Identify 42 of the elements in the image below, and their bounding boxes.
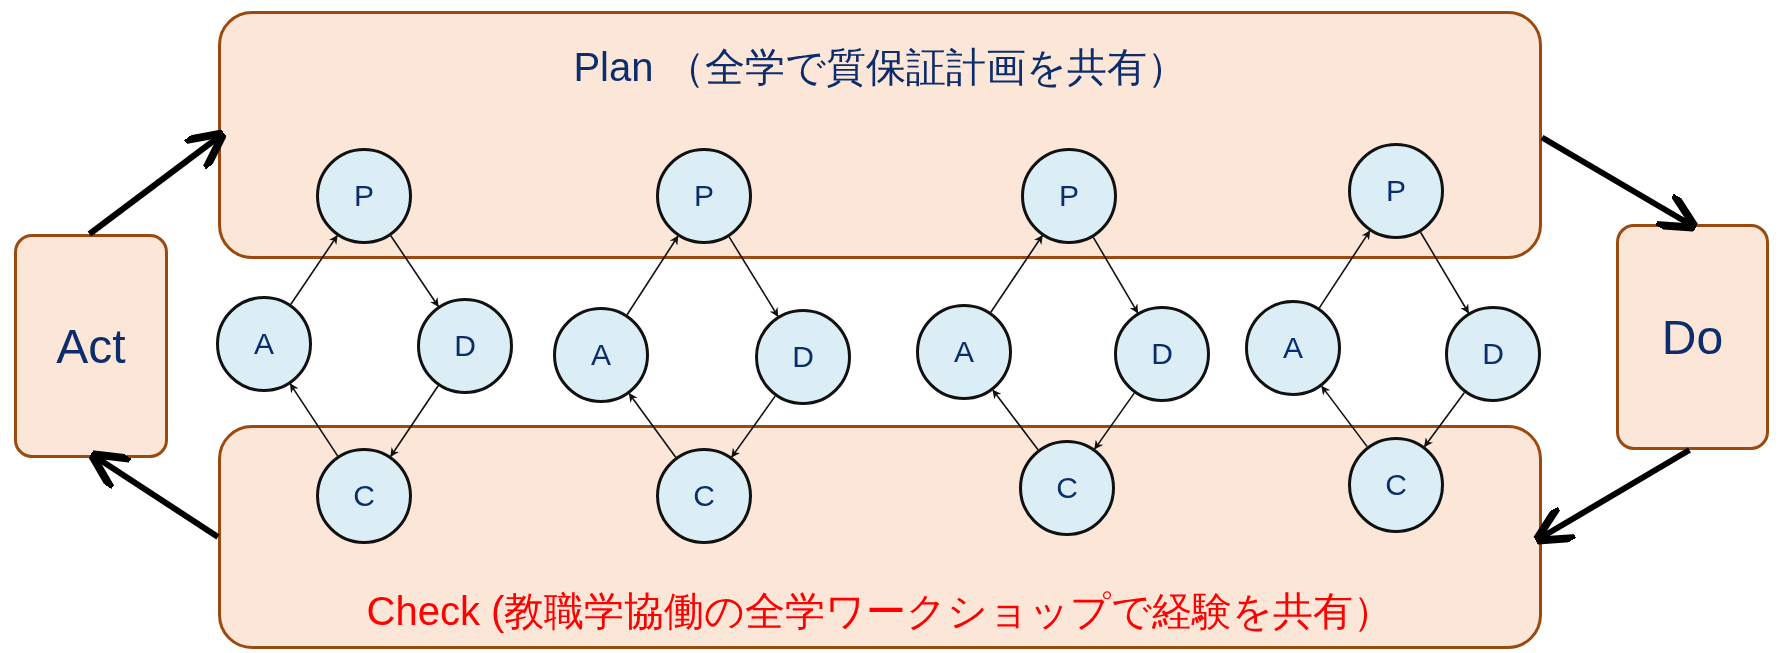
cycle-circle: C: [1019, 440, 1115, 536]
arrow: [992, 389, 1039, 451]
arrow: [731, 395, 776, 458]
arrow: [87, 450, 220, 540]
arrow: [1419, 231, 1470, 314]
phase-band: [218, 425, 1542, 649]
arrow: [290, 234, 338, 306]
cycle-circle: P: [656, 148, 752, 244]
phase-band: [218, 11, 1542, 259]
cycle-circle: A: [916, 304, 1012, 400]
arrow: [390, 235, 439, 307]
cycle-circle: P: [1021, 148, 1117, 244]
arrow: [1423, 391, 1466, 448]
phase-title: Check (教職学協働の全学ワークショップで経験を共有）: [366, 589, 1394, 633]
cycle-circle: A: [553, 307, 649, 403]
cycle-circle: C: [316, 448, 412, 544]
cycle-circle: A: [1245, 300, 1341, 396]
arrow: [990, 235, 1043, 313]
arrow: [1321, 385, 1368, 448]
arrow: [728, 236, 779, 317]
arrow: [87, 129, 228, 237]
arrow: [390, 385, 439, 457]
cycle-circle: D: [755, 309, 851, 405]
cycle-circle: A: [216, 296, 312, 392]
arrow: [1318, 230, 1371, 309]
cycle-circle: P: [316, 148, 412, 244]
arrow: [1531, 447, 1691, 545]
phase-title: Plan （全学で質保証計画を共有）: [573, 45, 1187, 89]
arrow: [628, 392, 677, 459]
arrow: [626, 235, 679, 316]
cycle-circle: D: [417, 298, 513, 394]
cycle-circle: C: [1348, 437, 1444, 533]
cycle-circle: P: [1348, 143, 1444, 239]
arrow: [1092, 236, 1139, 314]
phase-box: Act: [14, 234, 168, 458]
cycle-circle: D: [1445, 306, 1541, 402]
arrow: [1093, 392, 1136, 450]
phase-box: Do: [1616, 224, 1769, 450]
arrow: [1540, 134, 1700, 232]
cycle-circle: D: [1114, 306, 1210, 402]
arrow: [289, 383, 339, 457]
cycle-circle: C: [656, 448, 752, 544]
